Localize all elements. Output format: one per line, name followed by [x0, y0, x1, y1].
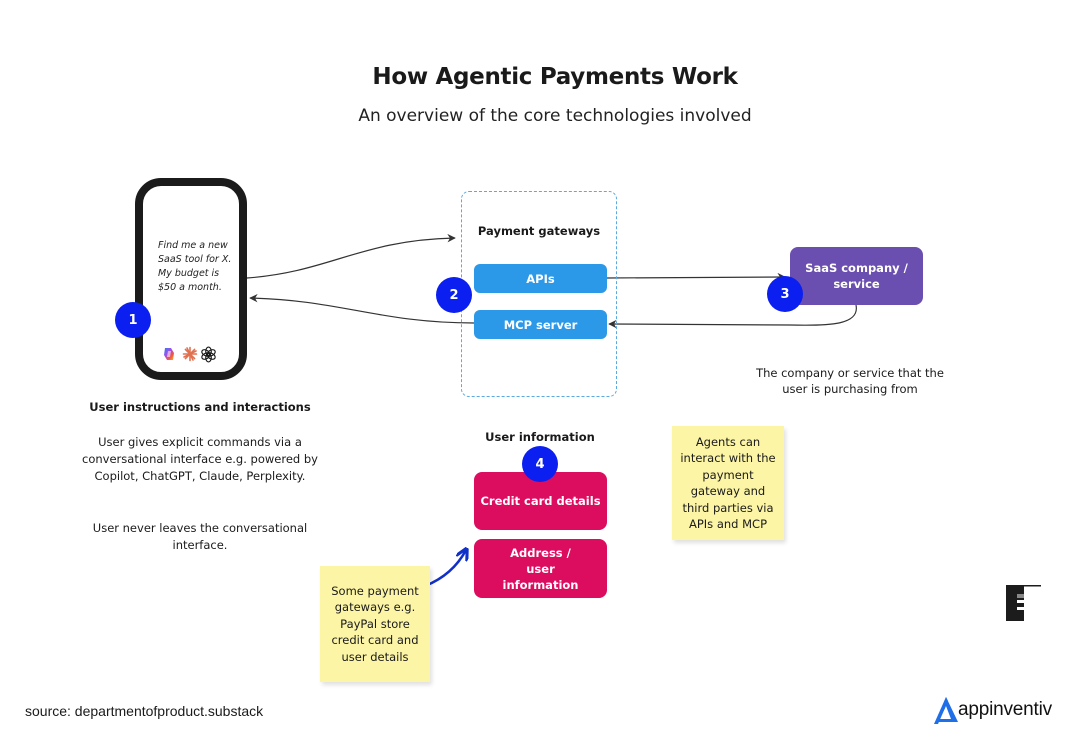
phone-mockup	[135, 178, 247, 380]
saas-description: The company or service that the user is …	[756, 366, 944, 396]
prompt-line: My budget is	[158, 268, 220, 279]
step-badge-4: 4	[522, 446, 558, 482]
phone-prompt: Find me a new SaaS tool for X. My budget…	[158, 239, 248, 295]
diagram-title: How Agentic Payments Work	[372, 64, 738, 90]
arrow-sticky-to-address	[424, 550, 466, 588]
apis-node: APIs	[474, 264, 607, 293]
prompt-line: $50 a month.	[158, 282, 222, 293]
source-credit: source: departmentofproduct.substack	[25, 703, 264, 719]
payment-gateway-group	[461, 191, 617, 397]
partial-logo-mark	[1006, 585, 1041, 621]
user-section-heading: User instructions and interactions	[89, 400, 311, 414]
copilot-icon	[164, 348, 174, 360]
sticky-note-agents: Agents can interact with the payment gat…	[672, 426, 784, 540]
appinventiv-logo-icon	[934, 697, 958, 724]
chatgpt-icon	[201, 346, 216, 363]
user-information-label: User information	[485, 430, 595, 444]
arrow-phone-to-gateway	[246, 233, 456, 279]
arrow-apis-to-saas	[606, 272, 786, 282]
payment-gateway-label: Payment gateways	[477, 224, 601, 238]
diagram-subtitle: An overview of the core technologies inv…	[358, 106, 752, 126]
sticky-note-paypal: Some payment gateways e.g. PayPal store …	[320, 566, 430, 682]
appinventiv-logo-text: appinventiv	[958, 699, 1052, 720]
mcp-server-node: MCP server	[474, 310, 607, 339]
user-section-note: User never leaves the conversational int…	[92, 521, 308, 552]
address-node: Address / user information	[474, 539, 607, 598]
step-badge-1: 1	[115, 302, 151, 338]
arrow-saas-to-mcp	[608, 304, 857, 329]
user-section-description: User gives explicit commands via a conve…	[82, 435, 318, 483]
step-badge-3: 3	[767, 276, 803, 312]
saas-company-node: SaaS company / service	[790, 247, 923, 305]
claude-icon	[182, 346, 198, 362]
prompt-line: Find me a new	[158, 240, 228, 251]
prompt-line: SaaS tool for X.	[158, 254, 232, 265]
step-badge-2: 2	[436, 277, 472, 313]
